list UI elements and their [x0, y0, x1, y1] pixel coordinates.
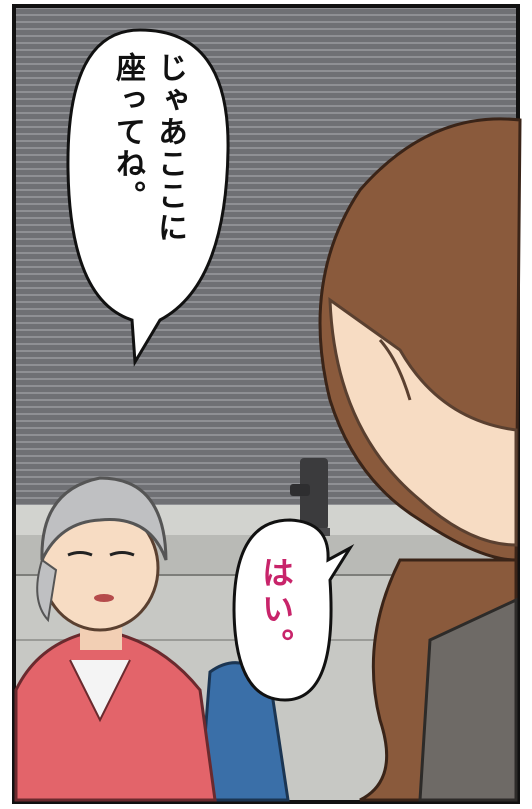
elderly-woman [14, 476, 217, 802]
speech-bubble-left [66, 28, 230, 367]
young-woman [318, 117, 522, 802]
speech-line-2: 座ってね。 [110, 52, 145, 212]
speech-bubble-right [232, 518, 355, 702]
speech-text-left: じゃあここに 座ってね。 [88, 52, 208, 312]
speech-text-right: はい。 [257, 556, 295, 664]
speech-line-1: じゃあここに [152, 52, 187, 244]
